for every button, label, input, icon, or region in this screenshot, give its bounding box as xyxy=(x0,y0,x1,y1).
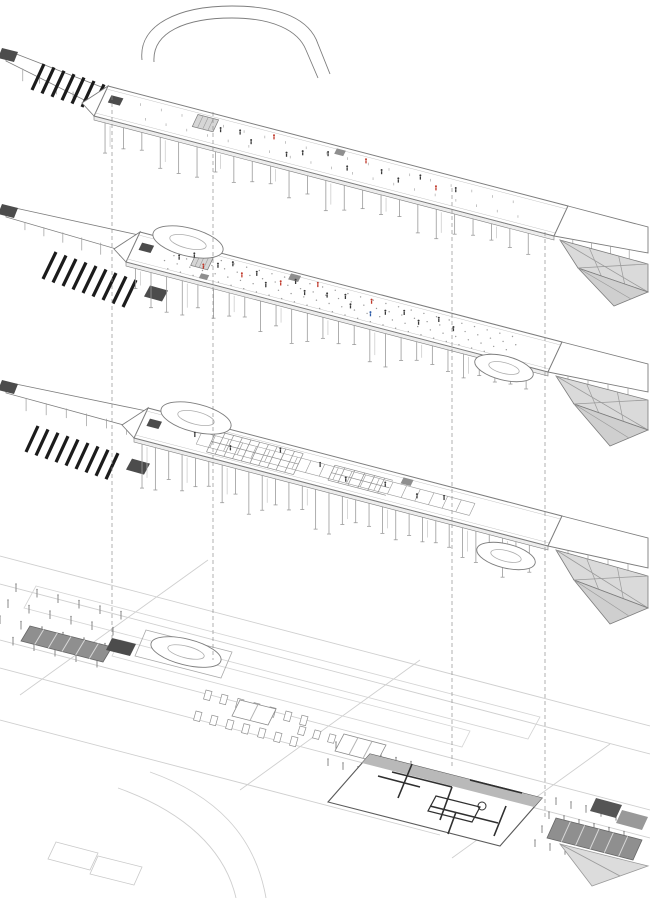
roof-deck-level xyxy=(0,5,650,307)
upper-deck-level xyxy=(0,204,650,447)
projection-dashed-lines xyxy=(111,96,546,818)
main-deck-level xyxy=(0,380,650,625)
ground-site-plan xyxy=(0,555,650,898)
